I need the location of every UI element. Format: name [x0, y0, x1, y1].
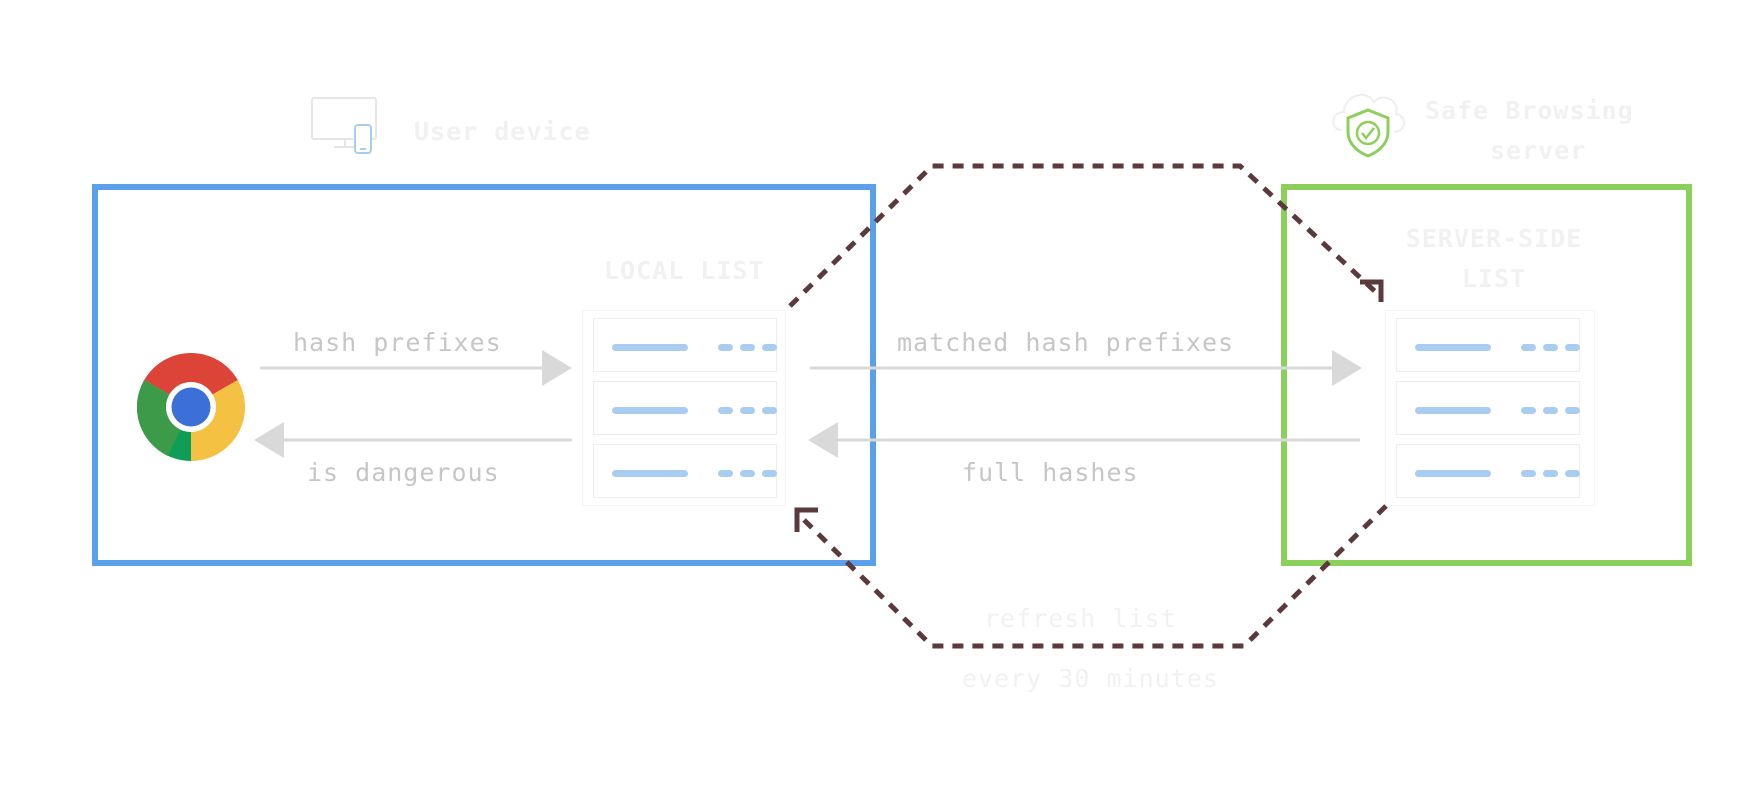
user-device-title: User device: [414, 117, 591, 146]
local-list-panel: [582, 310, 786, 506]
list-item: [593, 318, 777, 372]
list-item: [1396, 444, 1580, 498]
full-hashes-arrow: [808, 422, 1360, 458]
list-item: [593, 381, 777, 435]
user-device-region: [92, 184, 876, 566]
server-title-line2: server: [1490, 136, 1587, 165]
refresh-label-line2: every 30 minutes: [962, 664, 1219, 693]
server-title-line1: Safe Browsing: [1425, 96, 1634, 125]
server-list-title-line2: LIST: [1461, 264, 1527, 293]
list-item: [1396, 318, 1580, 372]
desktop-phone-icon: [311, 97, 377, 154]
hash-prefixes-label: hash prefixes: [293, 328, 502, 357]
matched-hash-prefixes-label: matched hash prefixes: [897, 328, 1235, 357]
refresh-path-bottom: [794, 504, 1388, 649]
list-item: [593, 444, 777, 498]
is-dangerous-arrow: [254, 422, 572, 458]
server-list-title-line1: SERVER-SIDE: [1405, 224, 1583, 253]
refresh-label-line1: refresh list: [984, 604, 1177, 633]
chrome-logo-icon: [136, 353, 246, 461]
refresh-path-top: [788, 163, 1384, 308]
server-region: [1281, 184, 1692, 566]
is-dangerous-label: is dangerous: [307, 458, 500, 487]
matched-hash-prefixes-arrow: [810, 350, 1362, 386]
hash-prefixes-arrow: [260, 350, 572, 386]
list-item: [1396, 381, 1580, 435]
full-hashes-label: full hashes: [962, 458, 1139, 487]
server-list-panel: [1385, 310, 1595, 506]
cloud-shield-check-icon: [1332, 93, 1405, 158]
local-list-title: LOCAL LIST: [604, 256, 765, 285]
